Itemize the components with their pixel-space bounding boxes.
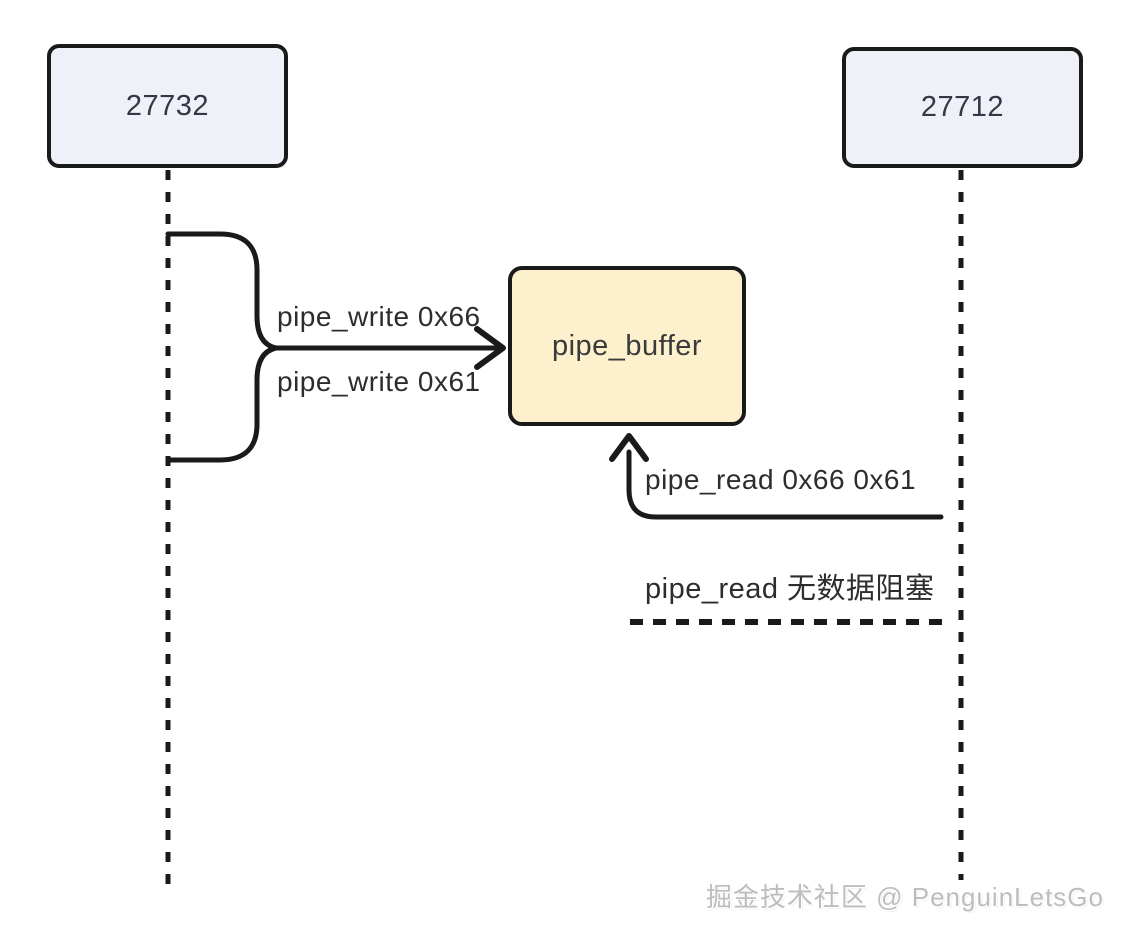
reader-process-box: 27712 bbox=[842, 47, 1083, 168]
reader-process-pid: 27712 bbox=[920, 91, 1005, 123]
watermark: 掘金技术社区 @ PenguinLetsGo bbox=[705, 882, 1104, 912]
pipe-buffer-label: pipe_buffer bbox=[551, 329, 703, 362]
pipe-buffer-box: pipe_buffer bbox=[508, 266, 746, 426]
write-group-brace bbox=[165, 231, 279, 463]
read-arrowhead-icon bbox=[609, 433, 649, 462]
write-arrowhead-icon bbox=[474, 326, 506, 370]
read-arrow-shaft bbox=[626, 449, 944, 520]
write-call-label-0x66: pipe_write 0x66 bbox=[277, 301, 481, 332]
read-call-label: pipe_read 0x66 0x61 bbox=[645, 464, 917, 495]
writer-process-pid: 27732 bbox=[125, 89, 210, 122]
write-call-label-0x61: pipe_write 0x61 bbox=[277, 366, 481, 397]
blocked-read-label: pipe_read 无数据阻塞 bbox=[645, 573, 935, 605]
writer-process-box: 27732 bbox=[47, 44, 288, 168]
